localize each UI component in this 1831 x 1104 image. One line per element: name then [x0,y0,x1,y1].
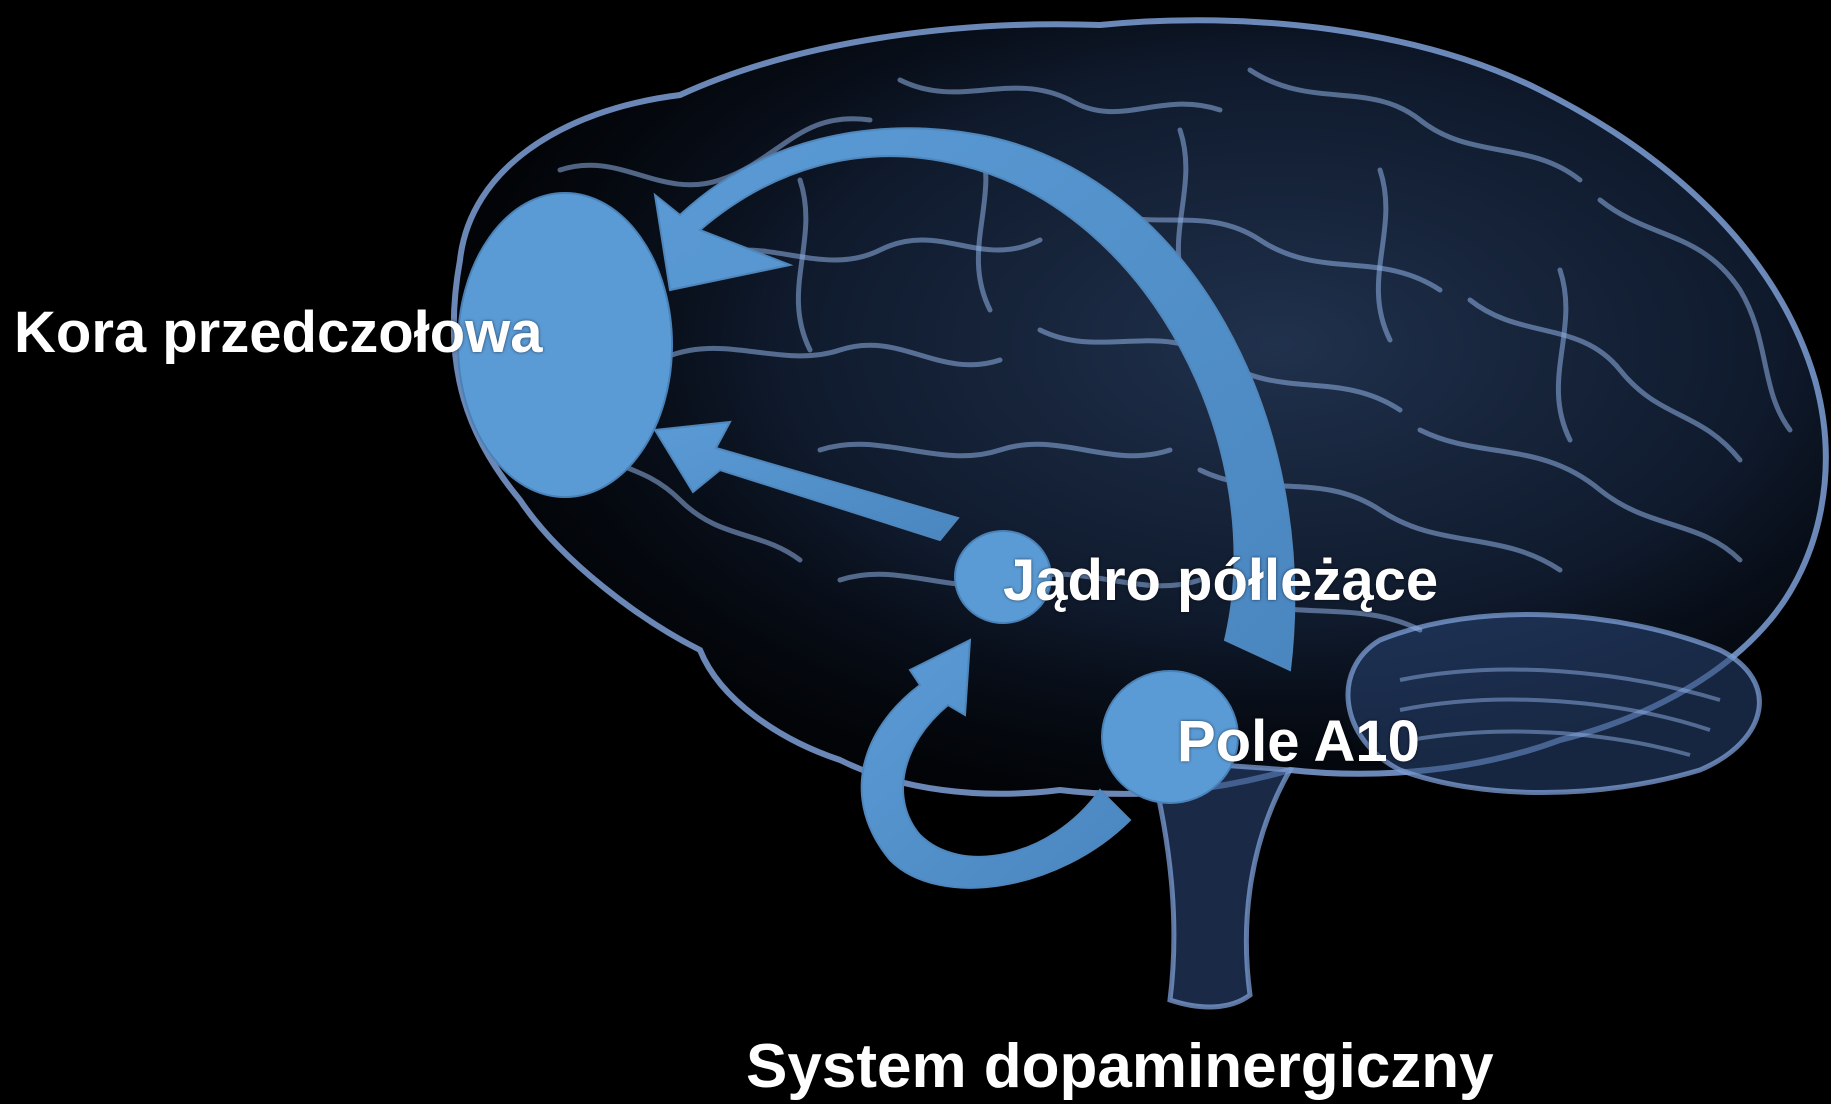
label-nucleus-accumbens: Jądro półleżące [1003,552,1438,610]
brain-illustration [454,20,1826,1007]
label-dopaminergic-system: System dopaminergiczny [746,1036,1494,1098]
label-prefrontal-cortex: Kora przedczołowa [14,304,543,362]
label-area-a10: Pole A10 [1177,713,1420,771]
